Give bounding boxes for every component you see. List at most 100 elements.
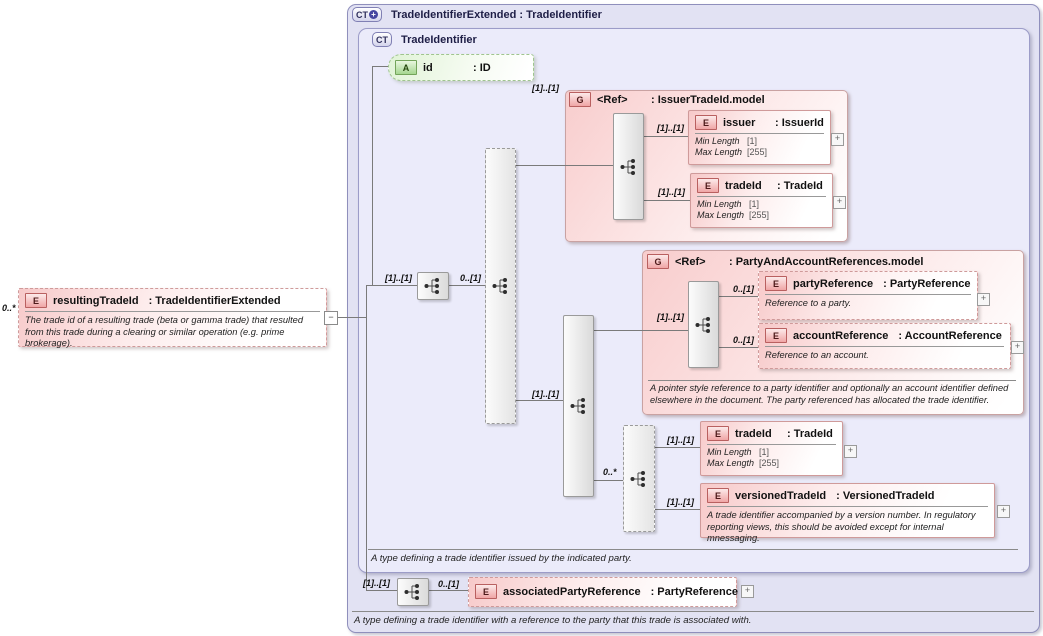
facet-list: Min Length[1] Max Length[255] bbox=[701, 447, 842, 469]
element-tradeid-repeat[interactable]: E tradeId : TradeId Min Length[1] Max Le… bbox=[700, 421, 843, 476]
connector-line bbox=[372, 66, 389, 67]
cardinality-label: 0..[1] bbox=[460, 273, 482, 283]
cardinality-label: [1]..[1] bbox=[532, 389, 559, 399]
connector-line bbox=[592, 480, 623, 481]
connector-line bbox=[717, 296, 758, 297]
element-tradeid[interactable]: E tradeId : TradeId Min Length[1] Max Le… bbox=[690, 173, 833, 228]
element-accountreference[interactable]: E accountReference : AccountReference Re… bbox=[758, 323, 1011, 369]
element-header: E accountReference : AccountReference bbox=[759, 324, 1010, 345]
cardinality-label: [1]..[1] bbox=[658, 187, 685, 197]
connector-line bbox=[717, 347, 758, 348]
element-partyreference[interactable]: E partyReference : PartyReference Refere… bbox=[758, 271, 978, 320]
inner-ct-header: CT TradeIdentifier bbox=[372, 32, 477, 47]
expand-button[interactable]: + bbox=[844, 445, 857, 458]
expand-button[interactable]: + bbox=[831, 133, 844, 146]
connector-line bbox=[326, 317, 366, 318]
connector-line bbox=[592, 330, 689, 331]
sequence-icon bbox=[630, 470, 645, 487]
element-type: : TradeId bbox=[787, 427, 833, 440]
facet-label: Max Length bbox=[695, 147, 743, 157]
element-header: E tradeId : TradeId bbox=[691, 174, 832, 195]
element-name: associatedPartyReference bbox=[503, 585, 641, 598]
group-type: : PartyAndAccountReferences.model bbox=[729, 255, 924, 268]
element-separator bbox=[765, 294, 971, 295]
cardinality-label: [1]..[1] bbox=[657, 312, 684, 322]
element-type: : AccountReference bbox=[898, 329, 1002, 342]
element-resultingtradeid[interactable]: E resultingTradeId : TradeIdentifierExte… bbox=[18, 288, 327, 348]
group-name: <Ref> bbox=[597, 93, 628, 106]
inner-ct-title: TradeIdentifier bbox=[401, 33, 477, 46]
repeat-sequence-bar[interactable] bbox=[623, 425, 655, 532]
connector-line bbox=[653, 509, 700, 510]
cardinality-label: [1]..[1] bbox=[667, 497, 694, 507]
element-separator bbox=[765, 346, 1004, 347]
expand-button[interactable]: + bbox=[1011, 341, 1024, 354]
cardinality-label: 0..* bbox=[603, 467, 617, 477]
connector-line bbox=[642, 200, 691, 201]
footer-separator bbox=[368, 549, 1018, 550]
cardinality-label: 0..[1] bbox=[438, 579, 460, 589]
inner-sequence-bar[interactable] bbox=[563, 315, 594, 497]
element-badge: E bbox=[707, 426, 729, 441]
element-issuer[interactable]: E issuer : IssuerId Min Length[1] Max Le… bbox=[688, 110, 831, 165]
connector-line bbox=[642, 136, 689, 137]
element-header: E associatedPartyReference : PartyRefere… bbox=[469, 578, 738, 601]
element-separator bbox=[707, 506, 988, 507]
element-type: : TradeIdentifierExtended bbox=[148, 294, 281, 307]
group-type: : IssuerTradeId.model bbox=[651, 93, 765, 106]
expand-button[interactable]: + bbox=[997, 505, 1010, 518]
facet-value: [255] bbox=[749, 210, 770, 220]
element-header: E issuer : IssuerId bbox=[689, 111, 830, 132]
connector-trunk-line bbox=[366, 285, 367, 591]
element-name: tradeId bbox=[725, 179, 762, 192]
attribute-badge: A bbox=[395, 60, 417, 75]
sequence-icon bbox=[695, 316, 710, 333]
element-name: accountReference bbox=[793, 329, 889, 342]
element-badge: E bbox=[695, 115, 717, 130]
facet-value: [1] bbox=[759, 447, 770, 457]
element-header: E partyReference : PartyReference bbox=[759, 272, 977, 293]
facet-label: Max Length bbox=[707, 458, 755, 468]
expand-button[interactable]: + bbox=[977, 293, 990, 306]
element-header: E resultingTradeId : TradeIdentifierExte… bbox=[19, 289, 326, 310]
issuer-group-sequence-bar[interactable] bbox=[613, 113, 644, 220]
facet-label: Min Length bbox=[695, 136, 740, 146]
expand-button[interactable]: + bbox=[741, 585, 754, 598]
element-separator bbox=[25, 311, 320, 312]
connector-line bbox=[366, 285, 417, 286]
element-type: : PartyReference bbox=[883, 277, 971, 290]
element-associatedpartyreference[interactable]: E associatedPartyReference : PartyRefere… bbox=[468, 577, 738, 607]
tradeidentifierextended-footer-doc: A type defining a trade identifier with … bbox=[354, 615, 752, 626]
collapse-button[interactable]: − bbox=[324, 311, 338, 325]
sequence-icon bbox=[492, 278, 507, 294]
facet-value: [255] bbox=[759, 458, 780, 468]
sequence-compositor[interactable] bbox=[417, 272, 449, 300]
outer-ct-header: CT+ TradeIdentifierExtended : TradeIdent… bbox=[352, 7, 602, 22]
element-header: E tradeId : TradeId bbox=[701, 422, 842, 443]
footer-separator bbox=[352, 611, 1034, 612]
cardinality-label: [1]..[1] bbox=[363, 578, 390, 588]
party-group-sequence-bar[interactable] bbox=[688, 281, 719, 368]
element-separator bbox=[707, 444, 836, 445]
optional-sequence-bar[interactable] bbox=[485, 148, 516, 424]
complextype-badge: CT bbox=[372, 32, 392, 47]
element-versionedtradeid[interactable]: E versionedTradeId : VersionedTradeId A … bbox=[700, 483, 995, 543]
attribute-id[interactable]: A id : ID bbox=[388, 54, 534, 81]
expand-button[interactable]: + bbox=[833, 196, 846, 209]
facet-value: [1] bbox=[749, 199, 760, 209]
element-name: versionedTradeId bbox=[735, 489, 827, 502]
cardinality-label: [1]..[1] bbox=[667, 435, 694, 445]
outer-ct-title: TradeIdentifierExtended : TradeIdentifie… bbox=[391, 8, 602, 21]
sequence-icon bbox=[404, 584, 419, 600]
issuer-group-header: G <Ref> : IssuerTradeId.model bbox=[569, 92, 765, 107]
attribute-connector-line bbox=[372, 66, 373, 285]
cardinality-label: 0..[1] bbox=[733, 284, 755, 294]
extension-sequence-compositor[interactable] bbox=[397, 578, 429, 606]
element-header: E versionedTradeId : VersionedTradeId bbox=[701, 484, 994, 505]
element-name: tradeId bbox=[735, 427, 772, 440]
connector-line bbox=[366, 590, 397, 591]
party-group-footer-doc: A pointer style reference to a party ide… bbox=[650, 383, 1009, 405]
element-badge: E bbox=[765, 328, 787, 343]
element-badge: E bbox=[475, 584, 497, 599]
